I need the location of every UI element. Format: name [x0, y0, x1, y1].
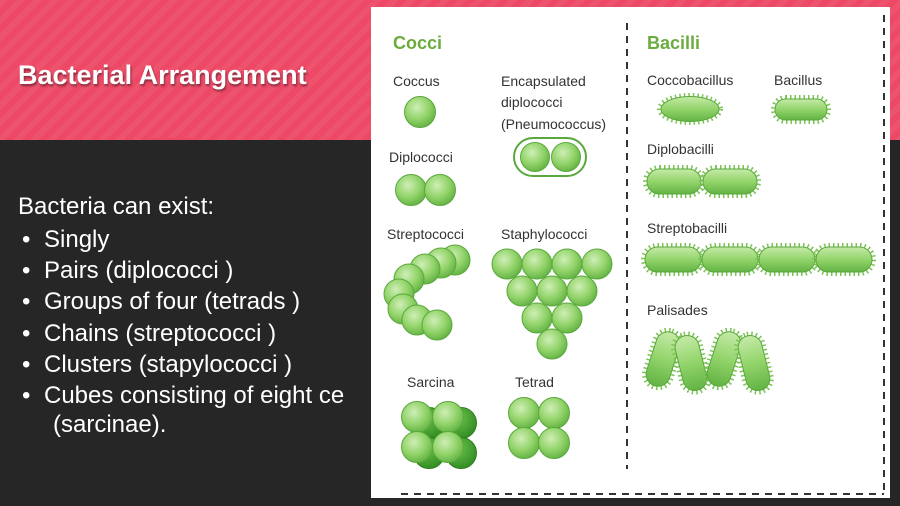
label-encapsulated-1: Encapsulated	[501, 73, 586, 89]
label-encapsulated-2: diplococci	[501, 94, 562, 110]
sarcina-cell	[432, 401, 464, 433]
tetrad-group	[508, 397, 570, 459]
bullet-text: Cubes consisting of eight ce	[44, 381, 345, 409]
staphylococcus-cell	[581, 248, 613, 280]
staphylococcus-cell	[521, 302, 553, 334]
label-diplococci: Diplococci	[389, 149, 453, 165]
staphylococcus-cell	[551, 248, 583, 280]
bacilli-heading: Bacilli	[647, 33, 700, 53]
label-encapsulated-3: (Pneumococcus)	[501, 116, 606, 132]
label-sarcina: Sarcina	[407, 374, 455, 390]
tetrad-cell	[538, 427, 570, 459]
bullet-item: • Clusters (stapylococci )	[22, 349, 344, 380]
bullet-dot: •	[22, 350, 31, 378]
sarcina-cube	[401, 401, 477, 469]
bullet-dot: •	[22, 319, 31, 347]
rod-flagella	[771, 95, 831, 124]
bullet-item: • Chains (streptococci )	[22, 318, 344, 349]
tetrad-cell	[508, 397, 540, 429]
diplococcus-cell	[395, 174, 427, 206]
bullet-item: • Pairs (diplococci )	[22, 255, 344, 286]
bullet-text: Pairs (diplococci )	[44, 257, 234, 285]
sarcina-cell	[432, 431, 464, 463]
label-coccus: Coccus	[393, 73, 440, 89]
streptococcus-cell	[421, 309, 453, 341]
tetrad-cell	[538, 397, 570, 429]
label-bacillus: Bacillus	[774, 72, 822, 88]
sarcina-cell	[401, 401, 433, 433]
staphylococcus-cell	[506, 275, 538, 307]
rod-flagella	[643, 165, 705, 198]
coccobacillus	[657, 93, 723, 125]
coccus-cell	[404, 96, 436, 128]
streptobacillus-cell	[701, 246, 759, 273]
bullet-list: • Singly • Pairs (diplococci ) • Groups of …	[22, 224, 344, 411]
diplococcus-cell	[424, 174, 456, 206]
rod-flagella	[703, 327, 745, 391]
palisade-cell	[706, 331, 742, 387]
rod-flagella	[671, 331, 711, 395]
label-coccobacillus: Coccobacillus	[647, 72, 733, 88]
rod-flagella	[642, 327, 684, 391]
bacillus-cell	[774, 98, 828, 121]
bullet-dot: •	[22, 288, 31, 316]
bacillus	[771, 95, 831, 124]
rod-flagella	[657, 93, 723, 125]
encapsulated-cell	[551, 142, 581, 172]
label-tetrad: Tetrad	[515, 374, 554, 390]
bullet-text: Groups of four (tetrads )	[44, 288, 301, 316]
sarcina-cell	[401, 431, 433, 463]
staphylococcus-cell	[521, 248, 553, 280]
diplobacillus-cell	[646, 168, 702, 195]
bullet-dot: •	[22, 226, 31, 253]
streptobacillus-cell	[815, 246, 873, 273]
palisades	[642, 327, 774, 395]
label-streptococci: Streptococci	[387, 226, 464, 242]
bullet-text: Chains (streptococci )	[44, 319, 277, 347]
rod-flagella	[734, 331, 774, 395]
palisade-cell	[737, 334, 771, 392]
streptobacillus-cell	[644, 246, 702, 273]
staphylococci-cluster	[491, 248, 613, 360]
staphylococcus-cell	[491, 248, 523, 280]
streptococci-chain	[383, 244, 471, 341]
staphylococcus-cell	[536, 275, 568, 307]
palisade-cell	[645, 331, 681, 387]
tetrad-cell	[508, 427, 540, 459]
streptobacillus-cell	[758, 246, 816, 273]
bullet-dot: •	[22, 381, 31, 409]
rod-flagella	[699, 165, 761, 198]
bullet-item: • Cubes consisting of eight ce	[22, 380, 344, 411]
staphylococcus-cell	[551, 302, 583, 334]
diplobacillus-cell	[702, 168, 758, 195]
streptobacilli	[641, 243, 876, 276]
diplobacilli	[643, 165, 761, 198]
bullet-item: • Singly	[22, 224, 344, 255]
bullet-continuation: (sarcinae).	[53, 411, 167, 438]
label-staphylococci: Staphylococci	[501, 226, 587, 242]
staphylococcus-cell	[566, 275, 598, 307]
palisade-cell	[674, 334, 708, 392]
bullet-text: Clusters (stapylococci )	[44, 350, 293, 378]
label-diplobacilli: Diplobacilli	[647, 141, 714, 157]
coccobacillus-cell	[660, 96, 720, 122]
slide-title: Bacterial Arrangement	[18, 60, 307, 90]
bacteria-diagram: Cocci Bacilli Coccus Encapsulated diploc…	[383, 15, 885, 495]
bullet-dot: •	[22, 257, 31, 285]
label-palisades: Palisades	[647, 302, 708, 318]
bullet-item: • Groups of four (tetrads )	[22, 286, 344, 317]
bacteria-diagram-panel: Cocci Bacilli Coccus Encapsulated diploc…	[371, 7, 890, 498]
bullet-text: Singly	[44, 226, 110, 253]
staphylococcus-cell	[536, 328, 568, 360]
encapsulated-cell	[520, 142, 550, 172]
cocci-heading: Cocci	[393, 33, 442, 53]
intro-text: Bacteria can exist:	[18, 193, 215, 220]
label-streptobacilli: Streptobacilli	[647, 220, 727, 236]
